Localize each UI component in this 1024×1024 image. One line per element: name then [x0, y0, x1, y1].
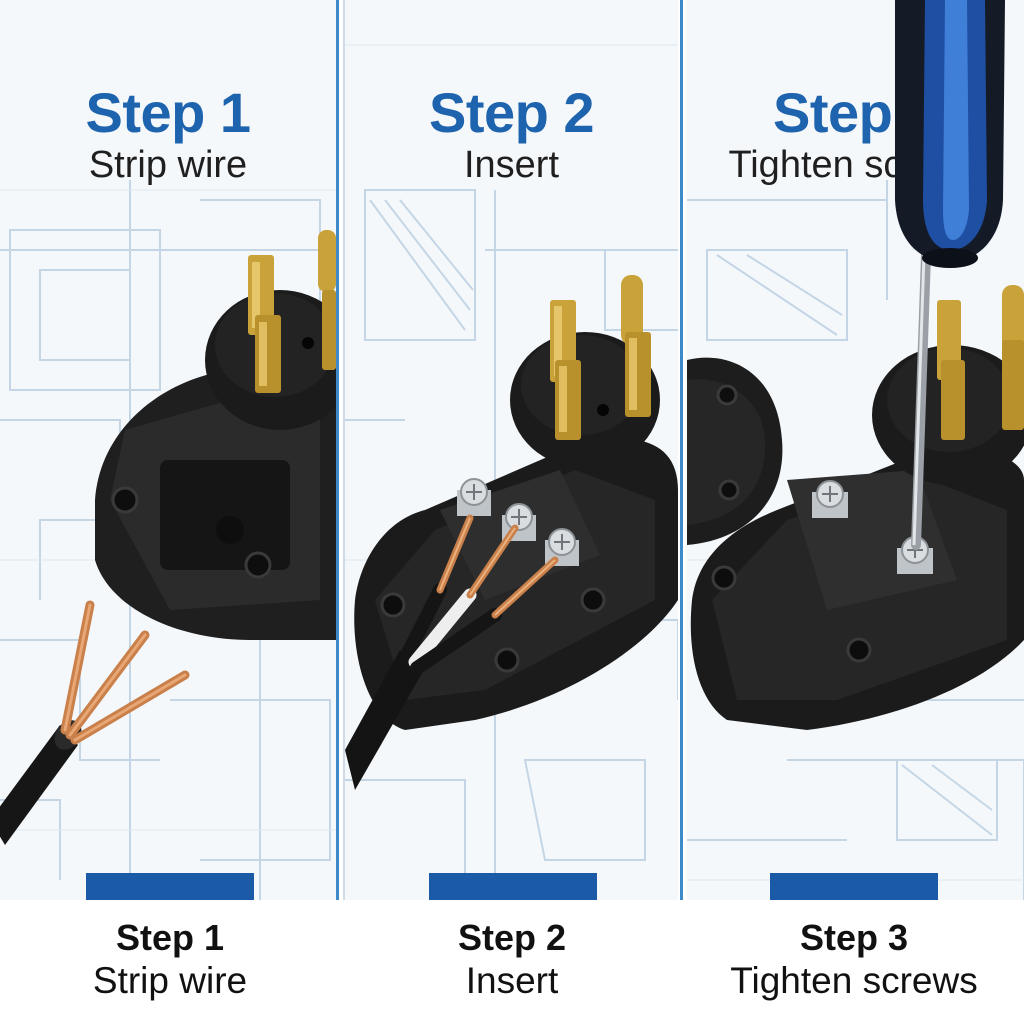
terminal-screw-icon	[457, 478, 579, 566]
plug-icon	[687, 285, 1024, 730]
step-3-footer-title: Step 3	[799, 917, 909, 958]
step-2-footer-title: Step 2	[457, 917, 567, 958]
step-1-footer-title: Step 1	[115, 917, 225, 958]
step-2-title: Step 2	[428, 81, 595, 144]
step-2-footer: Step 2 Insert	[342, 918, 682, 1004]
panel-divider	[680, 0, 683, 900]
step-2-accent-bar	[429, 873, 597, 900]
bottom-caption-band	[0, 900, 1024, 1024]
screwdriver-icon	[895, 0, 1005, 550]
step-3-panel: Step 3 Tighten screws	[687, 0, 1024, 900]
panel-divider	[336, 0, 339, 900]
step-1-caption: Strip wire	[88, 144, 248, 186]
step-1-panel: Step 1 Strip wire	[0, 0, 336, 900]
step-2-footer-caption: Insert	[465, 960, 559, 1001]
step-3-footer: Step 3 Tighten screws	[684, 918, 1024, 1004]
step-1-footer: Step 1 Strip wire	[0, 918, 340, 1004]
copper-wire-icon	[0, 600, 190, 845]
step-1-title: Step 1	[85, 81, 251, 144]
step-3-footer-caption: Tighten screws	[730, 960, 978, 1001]
copper-wire-icon	[345, 514, 559, 790]
panel-border	[343, 0, 345, 900]
step-1-accent-bar	[86, 873, 254, 900]
plug-icon	[95, 230, 336, 640]
terminal-screw-icon	[812, 480, 933, 574]
step-2-panel: Step 2 Insert	[345, 0, 678, 900]
step-2-caption: Insert	[463, 144, 560, 186]
step-3-accent-bar	[770, 873, 938, 900]
step-1-footer-caption: Strip wire	[92, 960, 248, 1001]
